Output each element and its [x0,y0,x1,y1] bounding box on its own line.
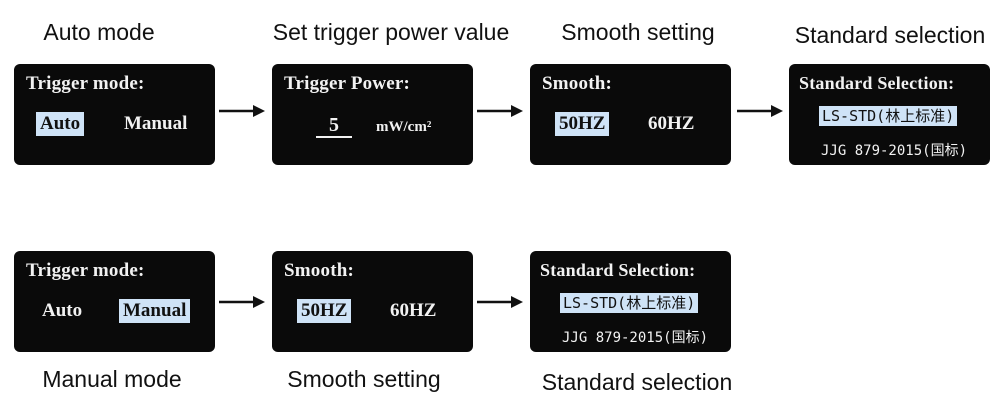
caption-standard-selection-bottom: Standard selection [541,369,733,395]
arrow-right-icon [219,105,265,117]
screen-trigger-mode-auto: Trigger mode: Auto Manual [14,64,215,165]
screen-smooth-top: Smooth: 50HZ 60HZ [530,64,731,165]
caption-standard-selection-top: Standard selection [794,22,986,48]
screen-trigger-power: Trigger Power: 5 mW/cm² [272,64,473,165]
screen-standard-selection-bottom: Standard Selection: LS-STD(林上标准) JJG 879… [530,251,731,352]
screen-title: Smooth: [542,73,613,94]
option-ls-std-selected[interactable]: LS-STD(林上标准) [819,106,958,126]
option-auto[interactable]: Auto [42,300,83,321]
option-60hz[interactable]: 60HZ [648,113,695,134]
caption-auto-mode: Auto mode [43,19,155,45]
option-jjg-879-2015[interactable]: JJG 879-2015(国标) [821,143,968,159]
caption-manual-mode: Manual mode [42,366,182,392]
trigger-power-unit: mW/cm² [376,119,432,135]
arrow-right-icon [737,105,783,117]
screen-title: Trigger Power: [284,73,411,94]
arrow-right-icon [477,296,523,308]
caption-smooth-setting-bottom: Smooth setting [287,366,441,392]
option-manual[interactable]: Manual [124,113,188,134]
arrow-right-icon [477,105,523,117]
screen-title: Smooth: [284,260,355,281]
option-ls-std-selected[interactable]: LS-STD(林上标准) [560,293,699,313]
screen-trigger-mode-manual: Trigger mode: Auto Manual [14,251,215,352]
caption-smooth-setting-top: Smooth setting [561,19,715,45]
option-jjg-879-2015[interactable]: JJG 879-2015(国标) [562,330,709,346]
screen-smooth-bottom: Smooth: 50HZ 60HZ [272,251,473,352]
screen-title: Trigger mode: [26,260,145,281]
screen-title: Standard Selection: [540,260,696,280]
arrow-right-icon [219,296,265,308]
screen-title: Standard Selection: [799,73,955,93]
trigger-power-value[interactable]: 5 [316,114,352,138]
option-manual-selected[interactable]: Manual [119,299,191,323]
option-60hz[interactable]: 60HZ [390,300,437,321]
screen-title: Trigger mode: [26,73,145,94]
option-50hz-selected[interactable]: 50HZ [555,112,610,136]
option-50hz-selected[interactable]: 50HZ [297,299,352,323]
screen-standard-selection-top: Standard Selection: LS-STD(林上标准) JJG 879… [789,64,990,165]
caption-set-trigger-power: Set trigger power value [272,19,510,45]
option-auto-selected[interactable]: Auto [36,112,85,136]
